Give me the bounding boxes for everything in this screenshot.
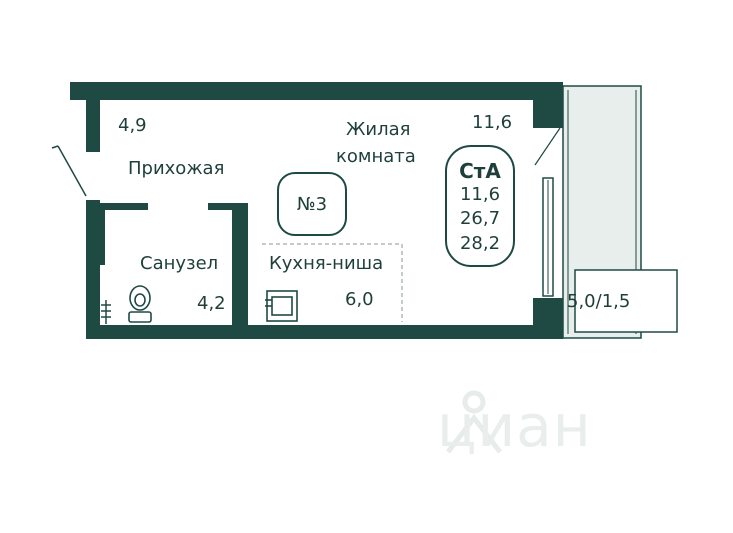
wall-right-lower bbox=[533, 298, 563, 339]
kitchen-niche-outline bbox=[262, 243, 403, 322]
living-area-value: 11,6 bbox=[459, 184, 501, 205]
living-room-label-line1: Жилая bbox=[346, 119, 411, 140]
bathroom-wall-inner bbox=[100, 210, 105, 265]
bathroom-wall-right bbox=[232, 203, 248, 325]
living-room-label-line2: комната bbox=[336, 146, 416, 167]
wall-left-upper bbox=[86, 100, 100, 152]
hallway-area: 4,9 bbox=[118, 115, 147, 136]
unit-number-badge: №3 bbox=[277, 172, 347, 236]
living-room-area: 11,6 bbox=[472, 112, 513, 133]
hallway-label: Прихожая bbox=[128, 158, 225, 179]
wall-top bbox=[70, 82, 563, 100]
unit-type-badge: СтА 11,6 26,7 28,2 bbox=[445, 145, 515, 267]
bathroom-area: 4,2 bbox=[197, 293, 226, 314]
total-area-value: 26,7 bbox=[459, 208, 501, 230]
balcony-door bbox=[574, 269, 678, 333]
kitchen-label: Кухня-ниша bbox=[269, 253, 384, 274]
wall-left-lower bbox=[86, 200, 100, 339]
wall-bottom bbox=[86, 325, 563, 339]
bathroom-wall-top bbox=[208, 203, 248, 210]
wall-right-upper bbox=[533, 100, 563, 128]
toilet-icon bbox=[128, 285, 152, 323]
watermark-logo-icon bbox=[446, 390, 502, 454]
total-area-with-balcony-value: 28,2 bbox=[459, 232, 501, 254]
entrance-door-leaf bbox=[51, 145, 59, 149]
unit-type-code: СтА bbox=[459, 159, 501, 183]
bathroom-label: Санузел bbox=[140, 253, 219, 274]
watermark-text: циан bbox=[437, 392, 592, 460]
balcony-door-swing bbox=[534, 127, 561, 166]
balcony-area: 5,0/1,5 bbox=[567, 291, 631, 312]
entrance-door-leaf bbox=[57, 145, 87, 197]
sink-icon bbox=[265, 290, 298, 322]
bathroom-wall-top bbox=[100, 203, 148, 210]
kitchen-area: 6,0 bbox=[345, 289, 374, 310]
riser-icon bbox=[101, 300, 111, 324]
